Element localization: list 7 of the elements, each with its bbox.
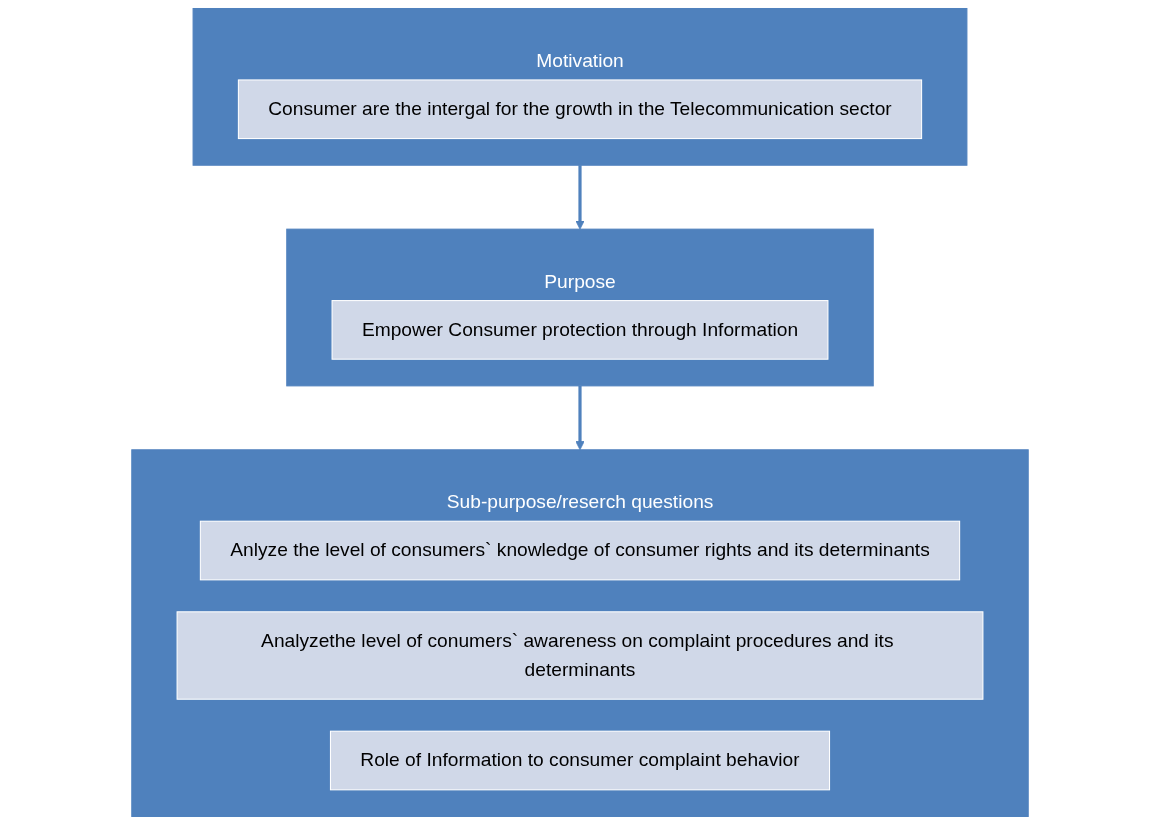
node-box: Empower Consumer protection through Information bbox=[331, 300, 829, 360]
arrow bbox=[575, 385, 585, 451]
node-box: Analyzethe level of conumers` awareness on complaint procedures and its determinants bbox=[176, 611, 984, 700]
arrow bbox=[575, 165, 585, 230]
node-box: Anlyze the level of consumers` knowledge of consumer rights and its determinants bbox=[199, 520, 961, 581]
node-box: Consumer are the intergal for the growth in the Telecommunication sector bbox=[237, 79, 923, 140]
node-box: Role of Information to consumer complaint behavior bbox=[329, 730, 831, 791]
